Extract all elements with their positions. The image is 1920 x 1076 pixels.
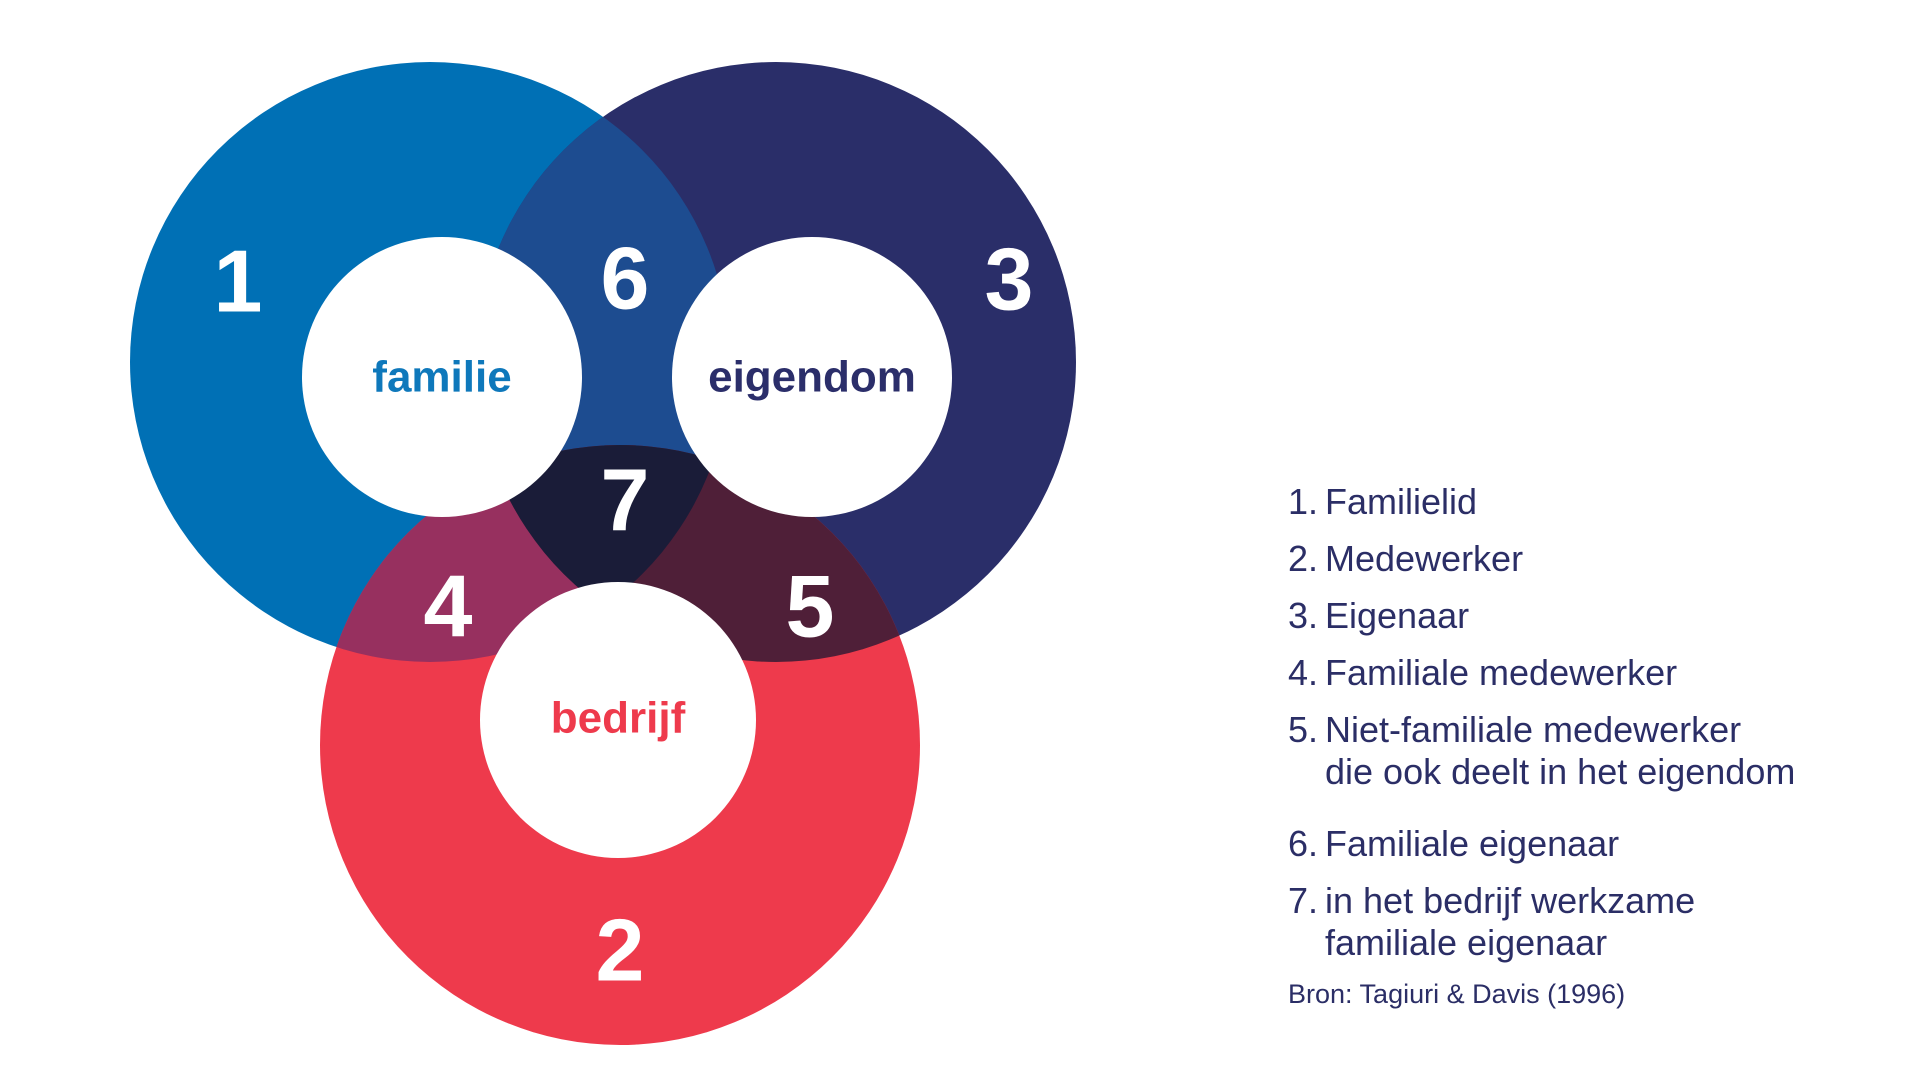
region-number-6: 6 [601, 229, 650, 328]
legend-item-text: Familiale eigenaar [1325, 823, 1619, 865]
venn-diagram-container: 1 2 3 4 5 6 7 familie eigendom bedrijf [130, 62, 1076, 1045]
legend-list: 1. Familielid 2. Medewerker 3. Eigenaar … [1288, 481, 1888, 964]
circle-label-bedrijf: bedrijf [551, 694, 686, 743]
legend-item-line: Niet-familiale medewerker [1325, 709, 1742, 750]
source-note: Bron: Tagiuri & Davis (1996) [1288, 979, 1626, 1009]
legend-item-number: 3. [1288, 595, 1319, 636]
legend-item-text: Familielid [1325, 481, 1477, 523]
overlap-familie-bedrijf [320, 445, 730, 662]
region-number-1: 1 [214, 232, 263, 331]
legend-item-1: 1. Familielid [1288, 481, 1888, 523]
legend-item-line: Familiale medewerker [1325, 652, 1678, 693]
venn-diagram: 1 2 3 4 5 6 7 familie eigendom bedrijf [130, 62, 1076, 1045]
legend-item-line: Familielid [1325, 481, 1478, 522]
legend-item-line: in het bedrijf werkzame [1325, 880, 1696, 921]
overlap-eigendom-bedrijf [476, 445, 920, 662]
legend-item-number: 6. [1288, 823, 1319, 864]
legend-item-5: 5. Niet-familiale medewerker die ook dee… [1288, 709, 1888, 793]
legend-item-text: Eigenaar [1325, 595, 1469, 637]
legend-item-number: 4. [1288, 652, 1319, 693]
legend-item-line: Familiale eigenaar [1325, 823, 1620, 864]
region-number-2: 2 [596, 901, 645, 1000]
legend-item-line: die ook deelt in het eigendom [1325, 751, 1796, 792]
legend-item-4: 4. Familiale medewerker [1288, 652, 1888, 694]
legend-item-text: Familiale medewerker [1325, 652, 1677, 694]
legend-item-2: 2. Medewerker [1288, 538, 1888, 580]
region-number-7: 7 [601, 451, 650, 550]
legend-item-text: Niet-familiale medewerker die ook deelt … [1325, 709, 1795, 793]
inner-circle-bedrijf [480, 582, 756, 858]
legend-item-3: 3. Eigenaar [1288, 595, 1888, 637]
region-number-5: 5 [786, 557, 835, 656]
legend: 1. Familielid 2. Medewerker 3. Eigenaar … [1288, 481, 1888, 1011]
legend-item-number: 5. [1288, 709, 1319, 750]
inner-circle-eigendom [672, 237, 952, 517]
legend-item-line: familiale eigenaar [1325, 922, 1608, 963]
legend-item-number: 2. [1288, 538, 1319, 579]
legend-item-text: Medewerker [1325, 538, 1523, 580]
legend-item-6: 6. Familiale eigenaar [1288, 823, 1888, 865]
legend-item-line: Eigenaar [1325, 595, 1470, 636]
legend-item-7: 7. in het bedrijf werkzame familiale eig… [1288, 880, 1888, 964]
circle-label-eigendom: eigendom [708, 353, 916, 402]
legend-item-text: in het bedrijf werkzame familiale eigena… [1325, 880, 1695, 964]
region-number-4: 4 [424, 557, 473, 656]
legend-item-number: 1. [1288, 481, 1319, 522]
legend-item-line: Medewerker [1325, 538, 1524, 579]
legend-item-number: 7. [1288, 880, 1319, 921]
region-number-3: 3 [985, 230, 1034, 329]
circle-label-familie: familie [372, 353, 511, 402]
inner-circle-familie [302, 237, 582, 517]
